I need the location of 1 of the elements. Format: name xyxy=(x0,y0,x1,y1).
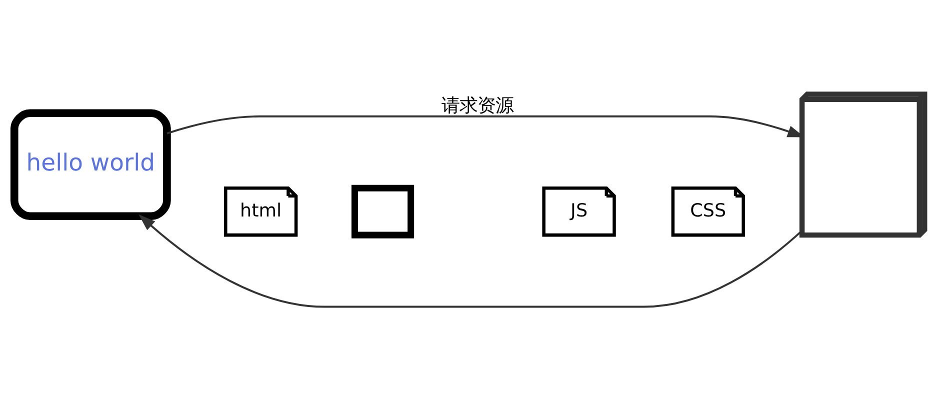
edge-label: 请求资源 xyxy=(441,94,514,116)
